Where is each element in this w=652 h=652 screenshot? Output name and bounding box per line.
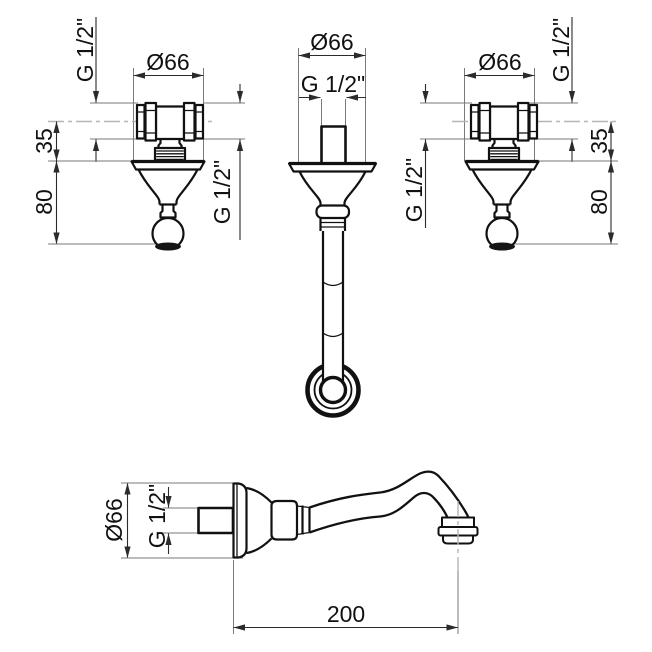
left-valve-dimensions: Ø66 G 1/2" G 1/2" 35 80 bbox=[31, 17, 245, 245]
dim-label-offset-35: 35 bbox=[31, 128, 57, 154]
dim-label-thread-side: G 1/2" bbox=[209, 160, 235, 224]
dim-label-diameter: Ø66 bbox=[478, 49, 521, 75]
center-spout-drawing bbox=[287, 125, 378, 418]
dim-label-thread-top: G 1/2" bbox=[72, 18, 98, 82]
bottom-spout-drawing bbox=[197, 470, 479, 571]
figure-left-valve-front: Ø66 G 1/2" G 1/2" 35 80 bbox=[31, 17, 245, 253]
dim-label-diameter: Ø66 bbox=[101, 498, 127, 541]
dim-label-offset-35: 35 bbox=[586, 128, 612, 154]
figure-center-spout-front: Ø66 G 1/2" bbox=[287, 29, 378, 418]
right-valve-dimensions: Ø66 G 1/2" G 1/2" 35 80 bbox=[401, 17, 618, 245]
dim-label-thread: G 1/2" bbox=[144, 484, 170, 548]
dim-label-diameter: Ø66 bbox=[146, 49, 189, 75]
center-spout-dimensions: Ø66 G 1/2" bbox=[298, 29, 366, 163]
left-valve-drawing bbox=[129, 101, 207, 253]
figure-right-valve-front: Ø66 G 1/2" G 1/2" 35 80 bbox=[401, 17, 618, 253]
dim-label-thread: G 1/2" bbox=[301, 71, 365, 97]
dim-label-thread-side: G 1/2" bbox=[401, 158, 427, 222]
dim-label-thread-top: G 1/2" bbox=[548, 18, 574, 82]
dim-label-diameter: Ø66 bbox=[310, 29, 353, 55]
dim-label-height-80: 80 bbox=[31, 189, 57, 215]
right-valve-drawing bbox=[463, 101, 541, 253]
bottom-spout-dimensions: Ø66 G 1/2" 200 bbox=[101, 482, 459, 634]
figure-bottom-spout-side: Ø66 G 1/2" 200 bbox=[101, 470, 479, 634]
dim-label-reach-200: 200 bbox=[327, 601, 365, 627]
dim-label-height-80: 80 bbox=[586, 189, 612, 215]
